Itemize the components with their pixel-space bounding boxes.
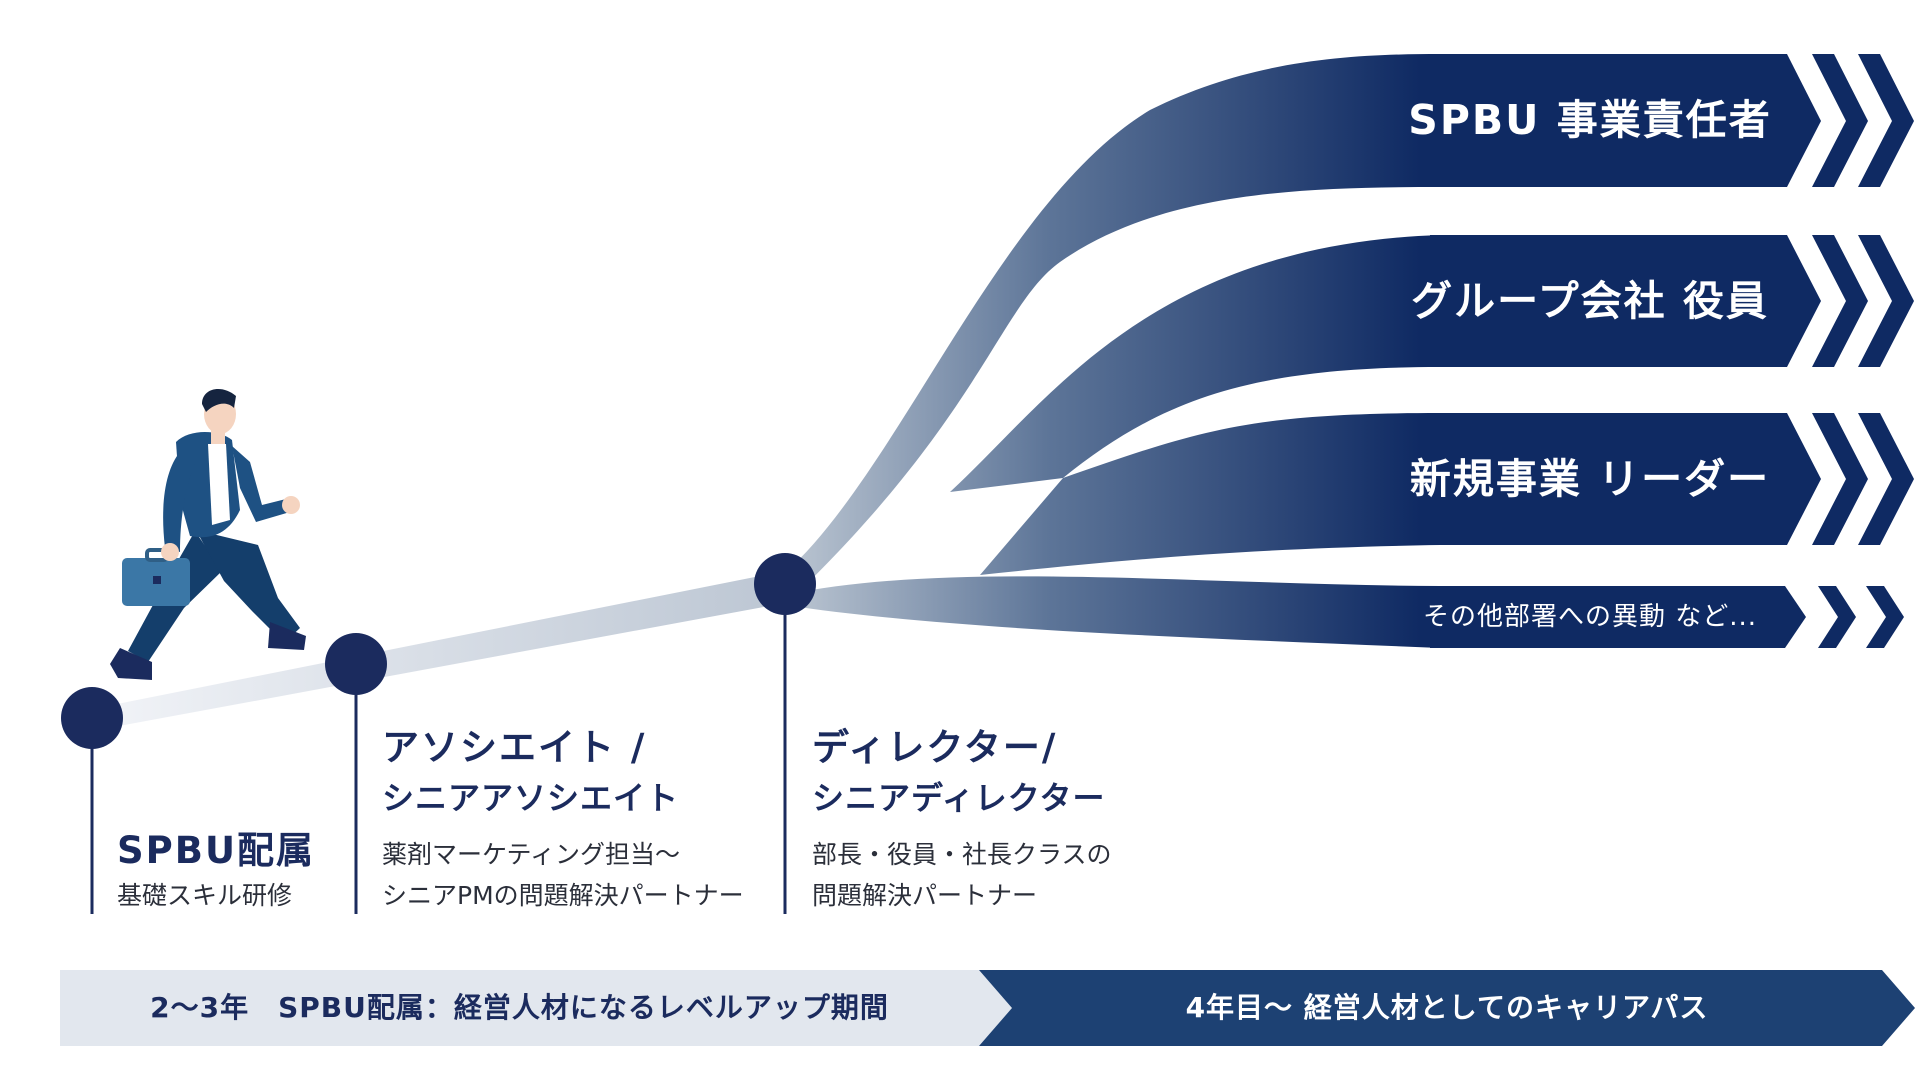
- businessman-walking-icon: [110, 389, 306, 680]
- dest-arrow-other-transfer: [1430, 586, 1806, 648]
- career-track: [92, 571, 785, 731]
- stage-3-desc-line-2: 問題解決パートナー: [812, 881, 1038, 910]
- phase-label-levelup: 2〜3年 SPBU配属：経営人材になるレベルアップ期間: [150, 991, 889, 1024]
- dest-label-group-officer: グループ会社 役員: [1411, 277, 1769, 325]
- stage-2-desc-line-2: シニアPMの問題解決パートナー: [382, 881, 744, 910]
- branch-flow-spbu-leader: [785, 54, 1440, 605]
- double-chevron-right-icon: [1818, 586, 1904, 648]
- stage-2-dot: [325, 633, 387, 695]
- stage-3-desc-line-1: 部長・役員・社長クラスの: [812, 840, 1112, 869]
- phase-label-career: 4年目〜 経営人材としてのキャリアパス: [1185, 991, 1709, 1024]
- branch-flow-group-officer: [950, 235, 1440, 492]
- branch-flow-other-transfer: [785, 576, 1440, 648]
- stage-1-dot: [61, 687, 123, 749]
- dest-arrow-new-business: [1430, 413, 1821, 545]
- stage-3-title-line-1: ディレクター/: [812, 726, 1058, 769]
- dest-label-other-transfer: その他部署への異動 など...: [1422, 602, 1758, 632]
- dest-arrow-group-officer: [1430, 235, 1821, 367]
- stage-1-desc: 基礎スキル研修: [117, 881, 293, 910]
- stage-3-dot: [754, 553, 816, 615]
- stage-2-desc-line-1: 薬剤マーケティング担当〜: [382, 840, 681, 869]
- dest-label-new-business: 新規事業 リーダー: [1409, 455, 1771, 503]
- phase-bar-levelup: [60, 970, 1012, 1046]
- double-chevron-right-icon: [1812, 235, 1914, 367]
- double-chevron-right-icon: [1812, 413, 1914, 545]
- double-chevron-right-icon: [1812, 54, 1914, 187]
- dest-label-spbu-leader: SPBU 事業責任者: [1408, 96, 1772, 144]
- dest-arrow-spbu-leader: [1430, 54, 1821, 187]
- stage-2-title-line-1: アソシエイト /: [382, 726, 647, 769]
- stage-2-title-line-2: シニアアソシエイト: [382, 779, 680, 817]
- phase-bar-career: [979, 970, 1915, 1046]
- stage-3-title-line-2: シニアディレクター: [812, 779, 1106, 817]
- branch-flow-new-business: [980, 413, 1440, 575]
- stage-1-title: SPBU配属: [117, 829, 316, 872]
